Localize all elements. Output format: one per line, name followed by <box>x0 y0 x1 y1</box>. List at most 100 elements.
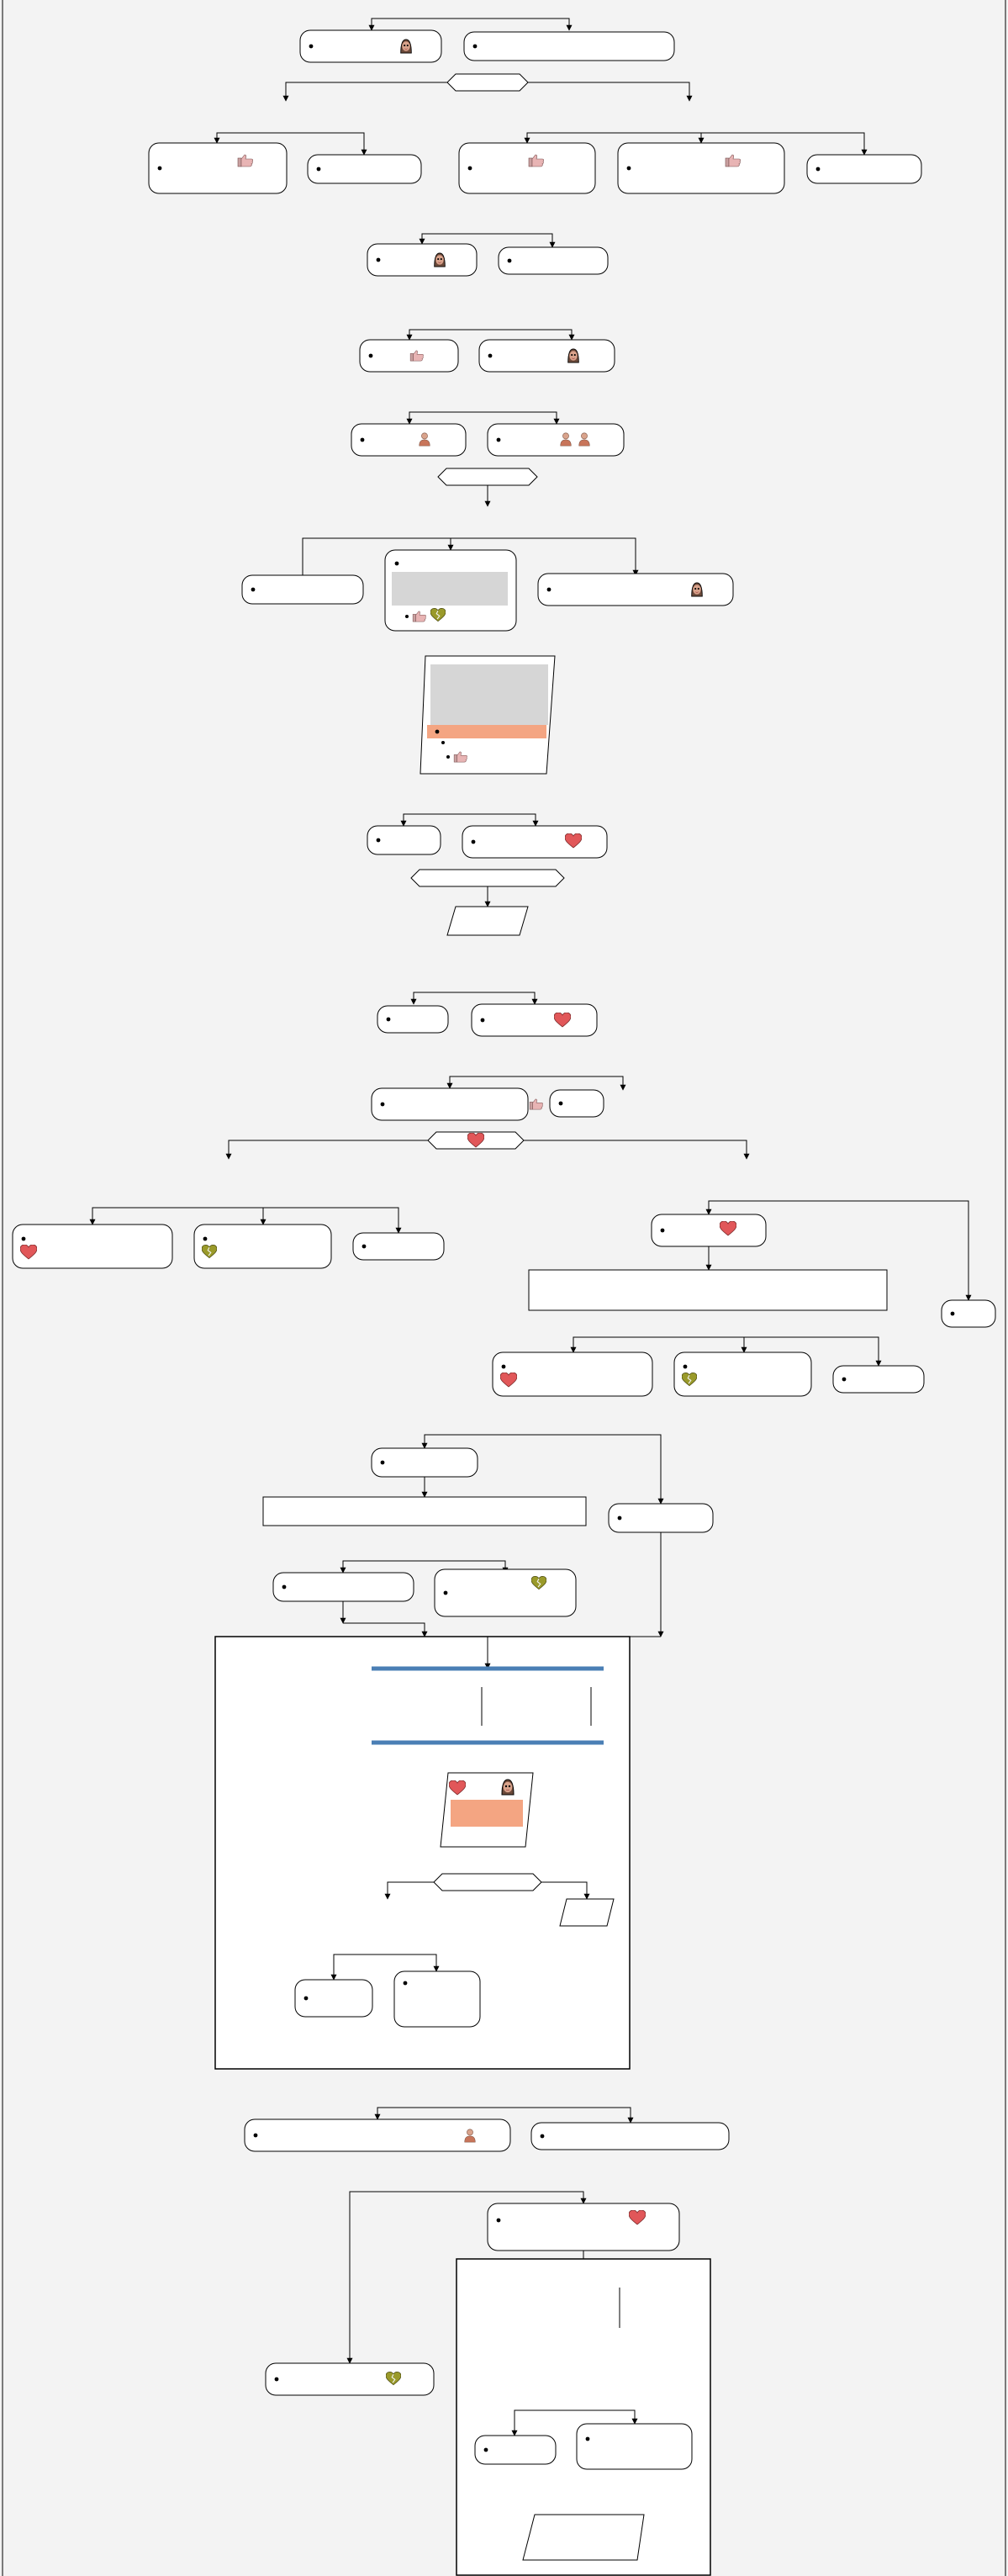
flow-node <box>351 423 467 457</box>
connector <box>409 329 575 341</box>
highlight-bar <box>427 725 546 738</box>
bullet-dot <box>496 437 501 442</box>
bullet-dot <box>507 258 512 263</box>
bullet-dot <box>376 838 381 843</box>
connector <box>403 813 539 827</box>
flow-node <box>617 142 785 194</box>
process-box <box>528 1269 888 1311</box>
bullet-dot <box>558 1101 563 1106</box>
bullet-dot <box>446 755 450 759</box>
bullet-dot <box>683 1364 688 1369</box>
bullet-dot <box>501 1364 506 1369</box>
connector <box>541 1881 590 1900</box>
flow-node <box>244 2118 511 2152</box>
bullet-dot <box>472 44 478 49</box>
decision-hexagon <box>433 1873 542 1891</box>
face-avatar-icon <box>434 252 446 267</box>
bullet-dot <box>316 167 321 172</box>
io-parallelogram <box>522 2514 645 2561</box>
bullet-dot <box>483 2447 488 2452</box>
flow-node <box>377 1005 449 1034</box>
bullet-dot <box>842 1377 847 1382</box>
flow-node <box>537 573 734 606</box>
face-avatar-icon <box>567 348 579 363</box>
flow-node <box>307 154 422 184</box>
bullet-dot <box>467 166 472 171</box>
flow-node <box>651 1214 767 1247</box>
thumbs-up-icon <box>529 1098 544 1110</box>
flow-node <box>941 1299 996 1328</box>
bullet-dot <box>203 1236 208 1241</box>
bullet-dot <box>157 166 162 171</box>
bullet-dot <box>282 1584 287 1590</box>
bullet-dot <box>540 2134 545 2139</box>
flow-node <box>530 2122 730 2150</box>
bullet-dot <box>403 1981 408 1986</box>
flow-node <box>463 31 675 61</box>
flow-node <box>148 142 288 194</box>
flow-node <box>492 1351 653 1397</box>
bullet-dot <box>380 1102 385 1107</box>
image-placeholder <box>392 572 508 606</box>
io-parallelogram <box>446 906 529 936</box>
bullet-dot <box>251 587 256 592</box>
flow-node <box>241 574 364 605</box>
flow-node <box>498 246 609 275</box>
flow-node <box>434 1568 577 1617</box>
flow-node <box>352 1232 445 1261</box>
face-avatar-icon <box>691 582 703 597</box>
flow-node <box>806 154 922 184</box>
flow-node <box>474 2435 557 2465</box>
flow-node <box>478 339 615 373</box>
connector <box>282 82 447 102</box>
bullet-dot <box>546 587 551 592</box>
bullet-dot <box>480 1018 485 1023</box>
bullet-dot <box>585 2436 590 2441</box>
flow-node <box>458 142 596 194</box>
flow-node <box>673 1351 812 1397</box>
connector <box>384 1881 434 1900</box>
bullet-dot <box>380 1460 385 1465</box>
connector <box>413 992 538 1005</box>
decision-hexagon <box>437 468 538 486</box>
bullet-dot <box>386 1017 391 1022</box>
flow-node <box>367 825 441 855</box>
flow-node <box>359 339 459 373</box>
flow-node <box>367 243 478 277</box>
bullet-dot <box>253 2133 258 2138</box>
bullet-dot <box>441 741 445 744</box>
bullet-dot <box>309 44 314 49</box>
bullet-dot <box>368 353 373 358</box>
decision-hexagon <box>410 869 565 887</box>
flow-node <box>12 1224 173 1269</box>
bullet-dot <box>617 1515 622 1521</box>
face-avatar-icon <box>501 1779 515 1796</box>
flow-node <box>832 1365 925 1394</box>
flow-node <box>549 1089 604 1118</box>
bullet-dot <box>362 1244 367 1249</box>
bullet-dot <box>376 257 381 262</box>
bullet-dot <box>626 166 631 171</box>
connector <box>409 411 560 425</box>
process-box <box>262 1496 587 1526</box>
flow-node <box>299 29 442 63</box>
bullet-dot <box>443 1590 448 1595</box>
flow-node <box>487 2203 680 2251</box>
bullet-dot <box>496 2218 501 2223</box>
flow-node <box>576 2423 693 2470</box>
connector <box>225 1140 428 1160</box>
flow-node <box>471 1003 598 1037</box>
bullet-dot <box>405 615 409 618</box>
flow-node <box>487 423 625 457</box>
flow-node <box>371 1087 529 1121</box>
connector <box>528 82 693 102</box>
flow-node <box>272 1572 414 1602</box>
highlight-bar <box>451 1800 523 1827</box>
decision-hexagon <box>446 73 529 92</box>
connector <box>524 1140 750 1160</box>
flow-node <box>462 825 608 859</box>
bullet-dot <box>815 167 821 172</box>
bullet-dot <box>471 839 476 844</box>
